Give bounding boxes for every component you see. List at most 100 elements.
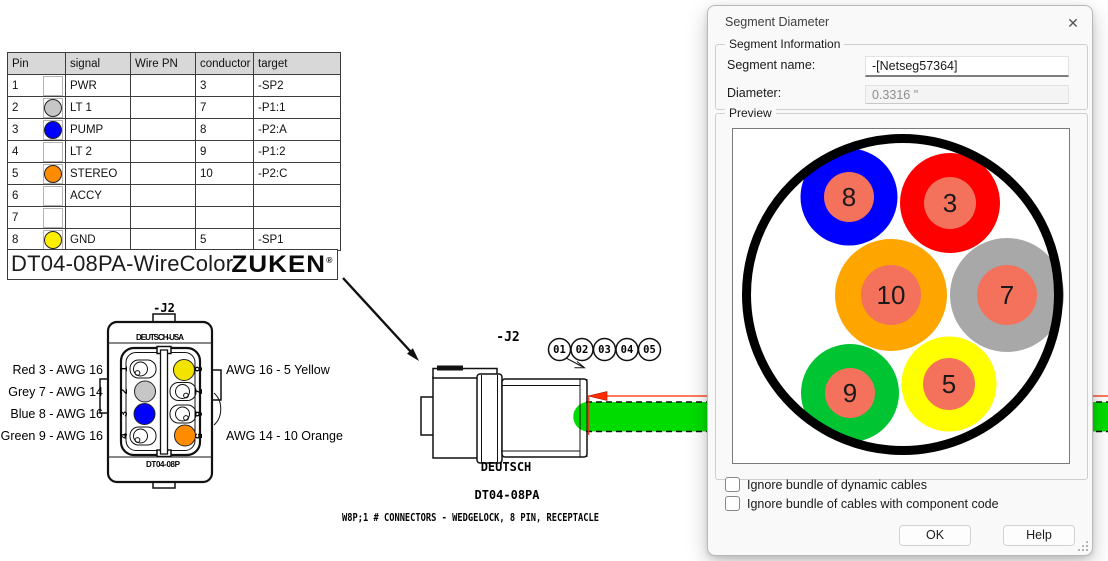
segment-information-group: Segment Information Segment name: -[Nets… <box>715 37 1088 110</box>
color-swatch <box>43 230 63 250</box>
svg-text:7: 7 <box>1000 280 1014 310</box>
header-wire-pn: Wire PN <box>130 52 196 75</box>
cell-conductor: 7 <box>195 96 254 119</box>
checkbox-icon[interactable] <box>725 496 740 511</box>
segment-pointer-arrow-icon <box>587 391 608 401</box>
registered-mark: ® <box>326 256 334 265</box>
pin-2-wire <box>134 380 156 403</box>
cell-wire-pn <box>130 74 196 97</box>
side-brand-text: DEUTSCH <box>481 460 532 474</box>
checkbox-label: Ignore bundle of cables with component c… <box>747 496 999 511</box>
wire-label-orange: AWG 14 - 10 Orange <box>226 429 343 443</box>
svg-text:5: 5 <box>942 369 956 399</box>
color-swatch <box>43 76 63 96</box>
checkbox-label: Ignore bundle of dynamic cables <box>747 477 927 492</box>
pin-number-2: 2 <box>119 388 130 394</box>
cell-wire-pn <box>130 140 196 163</box>
help-button[interactable]: Help <box>1003 525 1075 546</box>
preview-wire-7: 7 <box>950 238 1064 352</box>
pin-number-4: 4 <box>119 433 130 439</box>
front-part-text: DT04-08P <box>146 460 181 469</box>
cell-conductor: 3 <box>195 74 254 97</box>
connector-front-symbol[interactable]: -J2 DEUTSCH-USA DT04-08P <box>1 301 343 489</box>
rear-body <box>432 376 479 459</box>
pin-8-wire <box>173 359 195 381</box>
cell-conductor: 5 <box>195 228 254 251</box>
wire-label-blue: Blue 8 - AWG 16 <box>10 407 103 421</box>
cell-signal: LT 2 <box>65 140 131 163</box>
resize-grip[interactable] <box>1077 540 1088 551</box>
connector-side-symbol[interactable]: -J2 01 02 03 04 05 DEUTSCH DT04-08PA <box>342 330 662 524</box>
bubble-02: 02 <box>576 344 589 356</box>
bubble-leader-line <box>565 357 584 368</box>
bubble-03: 03 <box>598 344 611 356</box>
cell-pin: 4 <box>7 140 66 163</box>
preview-wire-5: 5 <box>901 336 997 432</box>
cell-wire-pn <box>130 228 196 251</box>
close-icon[interactable]: ✕ <box>1067 15 1079 31</box>
cell-signal: PUMP <box>65 118 131 141</box>
color-swatch <box>43 186 63 206</box>
cell-target <box>253 206 341 229</box>
table-title-band: DT04-08PA-WireColor ZUKEN® <box>7 249 338 280</box>
pin-number-7: 7 <box>192 389 203 395</box>
callout-arrow <box>342 277 419 361</box>
ok-button[interactable]: OK <box>899 525 971 546</box>
cell-target: -P1:1 <box>253 96 341 119</box>
cell-wire-pn <box>130 96 196 119</box>
cell-target: -P1:2 <box>253 140 341 163</box>
zuken-logo: ZUKEN® <box>231 251 334 278</box>
wedge-band <box>476 373 503 464</box>
pin-number-5: 5 <box>192 433 203 439</box>
segment-information-label: Segment Information <box>725 37 845 51</box>
color-swatch <box>43 98 63 118</box>
bubble-05: 05 <box>643 344 656 356</box>
cell-pin: 2 <box>7 96 66 119</box>
wire-label-yellow: AWG 16 - 5 Yellow <box>226 363 331 377</box>
pin-cavity-6 <box>169 404 197 424</box>
segment-name-label: Segment name: <box>727 58 816 72</box>
header-target: target <box>253 52 341 75</box>
preview-wire-8: 8 <box>800 148 898 246</box>
wire-color-dot <box>44 99 62 117</box>
front-brand-text: DEUTSCH-USA <box>136 333 184 342</box>
flange-mark <box>437 365 463 371</box>
cell-signal: ACCY <box>65 184 131 207</box>
cell-signal <box>65 206 131 229</box>
bubble-04: 04 <box>621 344 634 356</box>
preview-wire-9: 9 <box>801 344 899 442</box>
checkbox-icon[interactable] <box>725 477 740 492</box>
cell-signal: LT 1 <box>65 96 131 119</box>
checkbox-ignore-component-code[interactable]: Ignore bundle of cables with component c… <box>725 496 999 511</box>
cell-conductor <box>195 206 254 229</box>
connector-description: W8P;1 # CONNECTORS - WEDGELOCK, 8 PIN, R… <box>342 511 599 524</box>
table-header-row: Pin signal Wire PN conductor target <box>7 52 341 75</box>
bubble-list: 01 02 03 04 05 <box>547 337 662 369</box>
pin-3-wire <box>133 403 156 425</box>
preview-wire-10: 10 <box>835 239 947 351</box>
pin-cavity-1 <box>129 359 157 379</box>
cell-conductor <box>195 184 254 207</box>
checkbox-ignore-dynamic-cables[interactable]: Ignore bundle of dynamic cables <box>725 477 927 492</box>
pin-number-6: 6 <box>192 411 203 417</box>
cell-pin: 5 <box>7 162 66 185</box>
bundle-outline <box>742 134 1063 455</box>
connector-front-ref: -J2 <box>153 301 175 315</box>
cell-conductor: 8 <box>195 118 254 141</box>
segment-name-input[interactable]: -[Netseg57364] <box>865 56 1069 77</box>
cell-wire-pn <box>130 162 196 185</box>
cell-wire-pn <box>130 118 196 141</box>
svg-text:9: 9 <box>843 378 857 408</box>
header-signal: signal <box>65 52 131 75</box>
table-title: DT04-08PA-WireColor <box>11 251 234 276</box>
pin-number-8: 8 <box>192 366 203 372</box>
cell-wire-pn <box>130 206 196 229</box>
cell-pin: 1 <box>7 74 66 97</box>
svg-text:10: 10 <box>877 280 906 310</box>
